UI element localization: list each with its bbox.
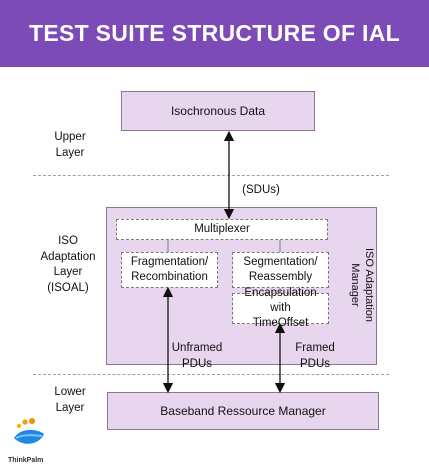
segmentation-block: Segmentation/ Reassembly (232, 252, 329, 288)
isochronous-data-block: Isochronous Data (121, 91, 315, 131)
upper-layer-label: Upper Layer (54, 131, 86, 159)
lower-separator (33, 374, 389, 375)
lower-layer-label: Lower Layer (54, 386, 86, 414)
fragmentation-block: Fragmentation/ Recombination (121, 252, 218, 288)
isoal-layer-label: ISO Adaptation Layer (ISOAL) (40, 235, 96, 294)
thinkpalm-logo-icon (14, 418, 44, 444)
framed-pdus-label: Framed PDUs (295, 342, 335, 370)
baseband-resource-manager-block: Baseband Ressource Manager (107, 392, 379, 430)
logo-text: ThinkPalm (8, 457, 44, 464)
upper-separator (33, 175, 389, 176)
title-banner: TEST SUITE STRUCTURE OF IAL (0, 0, 429, 67)
page-title: TEST SUITE STRUCTURE OF IAL (29, 20, 400, 46)
sdus-label: (SDUs) (242, 184, 280, 196)
unframed-pdus-label: Unframed PDUs (171, 342, 223, 370)
multiplexer-block: Multiplexer (116, 219, 328, 240)
